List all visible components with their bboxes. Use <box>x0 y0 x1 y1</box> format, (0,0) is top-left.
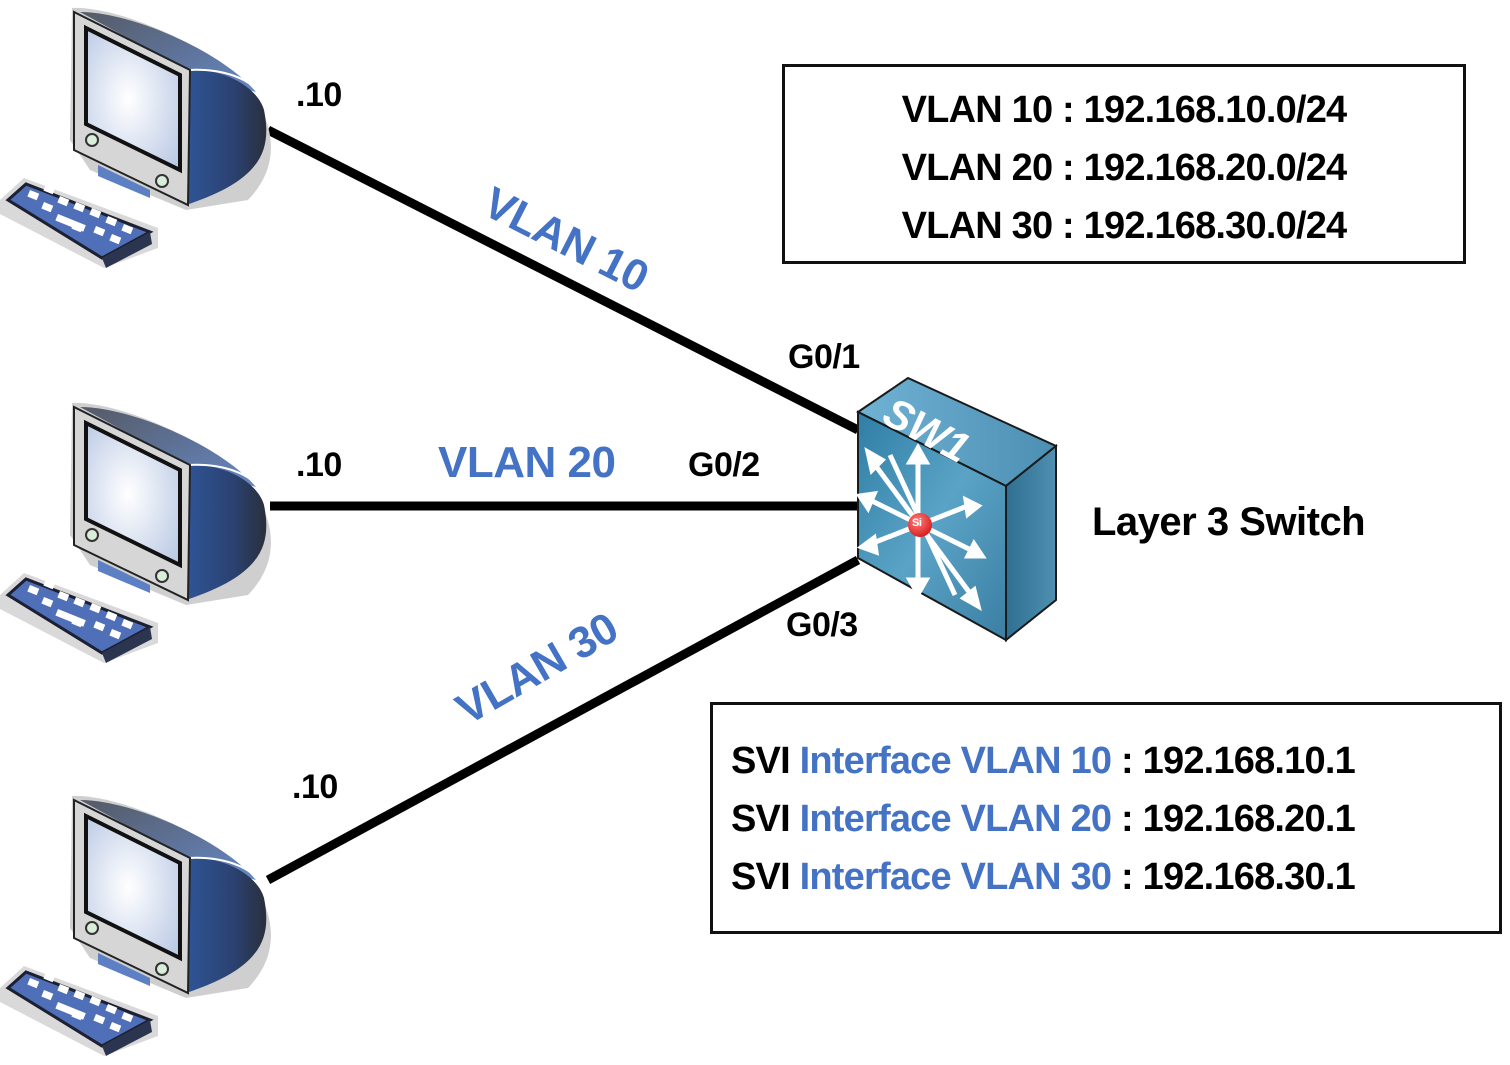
link-vlan30 <box>265 556 861 884</box>
interface-label: G0/3 <box>786 606 858 644</box>
host-ip-label: .10 <box>296 446 342 484</box>
host-ip-label: .10 <box>296 76 342 114</box>
subnets-box: VLAN 10 : 192.168.10.0/24 VLAN 20 : 192.… <box>782 64 1466 264</box>
svi-box: SVI Interface VLAN 10 : 192.168.10.1 SVI… <box>710 702 1502 934</box>
svi-interface: Interface VLAN 10 <box>799 740 1112 782</box>
vlan-label: VLAN 20 <box>438 438 616 487</box>
subnet-row: VLAN 30 : 192.168.30.0/24 <box>901 205 1348 247</box>
svi-prefix: SVI <box>731 798 791 840</box>
svi-row: SVI Interface VLAN 30 : 192.168.30.1 <box>731 848 1499 906</box>
switch-caption: Layer 3 Switch <box>1092 500 1366 544</box>
desktop-computer-icon[interactable] <box>0 5 273 270</box>
svi-row: SVI Interface VLAN 10 : 192.168.10.1 <box>731 732 1499 790</box>
svi-ip: 192.168.10.1 <box>1142 740 1356 782</box>
svi-prefix: SVI <box>731 856 791 898</box>
svi-separator: : <box>1121 856 1134 898</box>
layer3-switch-icon[interactable] <box>855 376 1058 643</box>
svi-separator: : <box>1121 798 1134 840</box>
desktop-computer-icon[interactable] <box>0 793 273 1058</box>
svi-separator: : <box>1121 740 1134 782</box>
si-badge-label: Si <box>912 517 922 529</box>
host-ip-label: .10 <box>292 768 338 806</box>
si-badge-icon <box>908 513 932 537</box>
link-vlan10 <box>265 125 861 435</box>
interface-label: G0/1 <box>788 338 860 376</box>
svi-ip: 192.168.30.1 <box>1142 856 1356 898</box>
subnet-row: VLAN 10 : 192.168.10.0/24 <box>901 89 1348 131</box>
svi-ip: 192.168.20.1 <box>1142 798 1356 840</box>
subnet-row: VLAN 20 : 192.168.20.0/24 <box>901 147 1348 189</box>
interface-label: G0/2 <box>688 446 760 484</box>
desktop-computer-icon[interactable] <box>0 400 273 665</box>
svi-prefix: SVI <box>731 740 791 782</box>
svi-interface: Interface VLAN 30 <box>799 856 1112 898</box>
svi-row: SVI Interface VLAN 20 : 192.168.20.1 <box>731 790 1499 848</box>
svi-interface: Interface VLAN 20 <box>799 798 1112 840</box>
